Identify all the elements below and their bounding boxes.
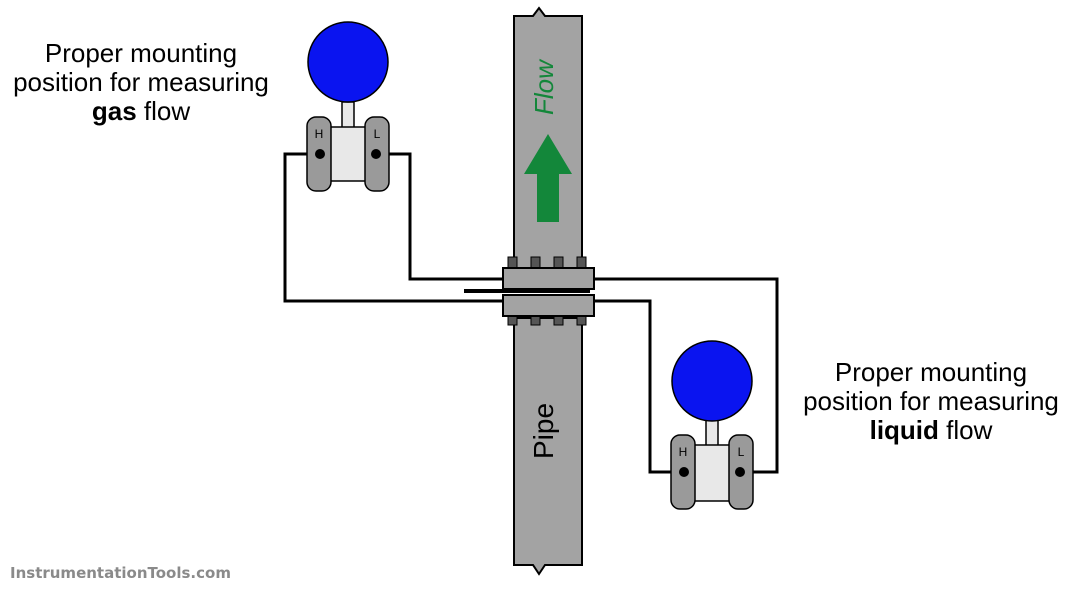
gas-caption-line-3: gas flow (0, 97, 282, 126)
liquid-caption-rest: flow (938, 415, 993, 445)
liquid-caption-line-1: Proper mounting (834, 357, 1028, 387)
liquid-low-impulse-line (594, 277, 779, 474)
liquid-caption-line-3: liquid flow (785, 416, 1077, 445)
gas-caption-line-2: position for measuring (13, 67, 269, 97)
gas-transmitter-body (329, 126, 367, 182)
liquid-transmitter-neck (705, 417, 719, 447)
gas-low-port (371, 149, 381, 159)
pipe-label: Pipe (528, 403, 559, 459)
gas-transmitter: H L (306, 21, 390, 192)
watermark: InstrumentationTools.com (10, 564, 231, 582)
lower-flange (502, 294, 595, 317)
impulse-lines (283, 152, 779, 474)
liquid-transmitter-body (693, 444, 731, 502)
liquid-mounting-caption: Proper mounting position for measuring l… (785, 358, 1077, 445)
gas-transmitter-gauge (307, 21, 389, 103)
gas-high-impulse-line (283, 152, 503, 303)
liquid-caption-emphasis: liquid (869, 415, 939, 445)
orifice-flange (464, 256, 595, 326)
pipe-lower-section (513, 317, 583, 576)
flow-arrow (524, 134, 572, 222)
gas-caption-line-1: Proper mounting (44, 38, 238, 68)
liquid-high-port (679, 467, 689, 477)
flow-label: Flow (529, 58, 559, 115)
liquid-transmitter: H L (670, 340, 754, 510)
gas-high-port-label: H (315, 127, 324, 141)
pipe: Flow Pipe (513, 6, 583, 576)
liquid-transmitter-gauge (671, 340, 753, 422)
gas-low-impulse-line (376, 152, 503, 281)
gas-low-port-label: L (374, 127, 381, 141)
liquid-high-port-label: H (679, 445, 688, 459)
liquid-low-port-label: L (738, 445, 745, 459)
gas-transmitter-neck (341, 101, 355, 129)
gas-high-port (315, 149, 325, 159)
gas-mounting-caption: Proper mounting position for measuring g… (0, 39, 282, 126)
liquid-low-port (735, 467, 745, 477)
liquid-caption-line-2: position for measuring (803, 386, 1059, 416)
upper-flange (502, 267, 595, 290)
gas-caption-rest: flow (136, 96, 191, 126)
liquid-high-impulse-line (594, 299, 684, 474)
gas-caption-emphasis: gas (91, 96, 137, 126)
